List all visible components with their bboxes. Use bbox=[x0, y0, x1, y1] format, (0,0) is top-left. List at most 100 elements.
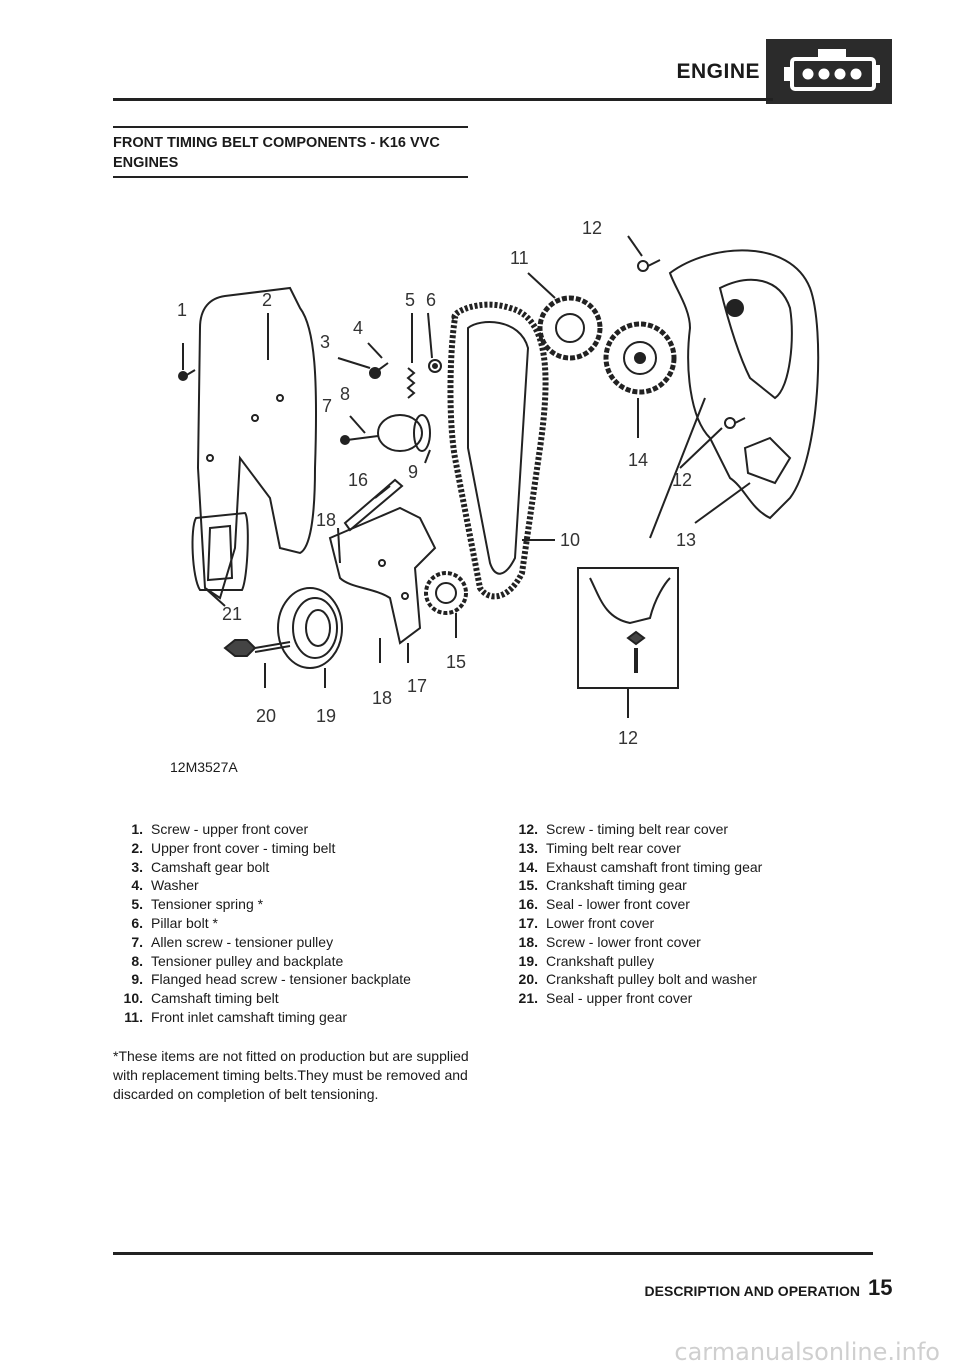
legend-item-text: Camshaft gear bolt bbox=[151, 858, 270, 875]
section-rule-bottom bbox=[113, 176, 468, 178]
legend-item-number: 9. bbox=[131, 971, 143, 988]
legend-item-text: Washer bbox=[151, 877, 199, 894]
legend-item-text: Timing belt rear cover bbox=[546, 839, 681, 856]
legend-item: 9. Flanged head screw - tensioner backpla… bbox=[113, 970, 493, 989]
legend-item: 4. Washer bbox=[113, 876, 493, 895]
figure-code: 12M3527A bbox=[170, 759, 238, 775]
legend-item: 6. Pillar bolt * bbox=[113, 914, 493, 933]
legend-item-number: 4. bbox=[131, 877, 143, 894]
legend-item-number: 19. bbox=[518, 952, 538, 969]
callout-5: 5 bbox=[405, 290, 416, 310]
callout-13: 13 bbox=[676, 530, 697, 550]
callout-12-bottom: 12 bbox=[618, 728, 639, 748]
legend-item: 16. Seal - lower front cover bbox=[508, 895, 868, 914]
callout-17: 17 bbox=[407, 676, 428, 696]
callout-2: 2 bbox=[262, 290, 273, 310]
legend-item-number: 14. bbox=[518, 858, 538, 875]
callout-4: 4 bbox=[353, 318, 364, 338]
legend-item-number: 11. bbox=[124, 1008, 143, 1025]
section-rule-top bbox=[113, 126, 468, 128]
legend-item: 15. Crankshaft timing gear bbox=[508, 876, 868, 895]
legend-item-text: Upper front cover - timing belt bbox=[151, 839, 336, 856]
callout-10: 10 bbox=[560, 530, 581, 550]
legend-item: 5. Tensioner spring * bbox=[113, 895, 493, 914]
legend-item-number: 2. bbox=[131, 839, 143, 856]
legend-item-text: Flanged head screw - tensioner backplate bbox=[151, 971, 411, 988]
legend-item: 20. Crankshaft pulley bolt and washer bbox=[508, 970, 868, 989]
legend-item: 13. Timing belt rear cover bbox=[508, 839, 868, 858]
legend-item-number: 17. bbox=[518, 914, 538, 931]
legend-item-text: Screw - timing belt rear cover bbox=[546, 821, 729, 837]
legend-item: 18. Screw - lower front cover bbox=[508, 933, 868, 952]
callout-9: 9 bbox=[408, 462, 419, 482]
legend-item: 1. Screw - upper front cover bbox=[113, 820, 493, 839]
legend-item: 2. Upper front cover - timing belt bbox=[113, 839, 493, 858]
callout-7: 7 bbox=[322, 396, 333, 416]
legend-item-text: Seal - lower front cover bbox=[546, 896, 690, 913]
legend-item: 21.Seal - upper front cover bbox=[508, 989, 868, 1008]
legend-item-text: Lower front cover bbox=[546, 914, 655, 931]
legend-item: 7. Allen screw - tensioner pulley bbox=[113, 933, 493, 952]
legend-item-number: 1. bbox=[131, 821, 143, 837]
callout-18-lower: 18 bbox=[372, 688, 393, 708]
callout-21: 21 bbox=[222, 604, 243, 624]
footer-section-title: DESCRIPTION AND OPERATION bbox=[644, 1283, 860, 1299]
legend-item-number: 10. bbox=[123, 990, 143, 1007]
legend-item-text: Crankshaft pulley bolt and washer bbox=[546, 971, 757, 988]
callout-6: 6 bbox=[426, 290, 437, 310]
legend-item-number: 15. bbox=[518, 877, 538, 894]
legend-item-number: 18. bbox=[518, 933, 538, 950]
legend-item-number: 20. bbox=[518, 971, 538, 988]
callout-12-right: 12 bbox=[672, 470, 693, 490]
legend-item: 10. Camshaft timing belt bbox=[113, 989, 493, 1008]
legend-item-text: Front inlet camshaft timing gear bbox=[151, 1008, 348, 1025]
legend-item-text: Pillar bolt * bbox=[151, 914, 218, 931]
legend-item-number: 6. bbox=[131, 914, 143, 931]
legend-item-text: Screw - upper front cover bbox=[151, 821, 309, 837]
callout-12-top: 12 bbox=[582, 218, 603, 238]
callout-3: 3 bbox=[320, 332, 331, 352]
callout-16: 16 bbox=[348, 470, 369, 490]
footnote: *These items are not fitted on productio… bbox=[113, 1048, 469, 1102]
legend-item: 12. Screw - timing belt rear cover bbox=[508, 820, 868, 839]
page-number: 15 bbox=[868, 1275, 893, 1300]
callout-15: 15 bbox=[446, 652, 467, 672]
callout-1: 1 bbox=[177, 300, 188, 320]
callout-19: 19 bbox=[316, 706, 337, 726]
footer-rule bbox=[113, 1252, 873, 1255]
callout-18-upper: 18 bbox=[316, 510, 337, 530]
legend-item-text: Crankshaft pulley bbox=[546, 952, 655, 969]
parts-legend-left: 1. Screw - upper front cover 2. Upper front… bbox=[113, 820, 493, 1027]
legend-item: 11. Front inlet camshaft timing gear bbox=[113, 1008, 493, 1027]
legend-item-number: 5. bbox=[131, 896, 143, 913]
legend-item-number: 16. bbox=[518, 896, 538, 913]
watermark: carmanualsonline.info bbox=[674, 1338, 940, 1366]
section-title: FRONT TIMING BELT COMPONENTS - K16 VVC E… bbox=[113, 135, 440, 171]
legend-item-text: Exhaust camshaft front timing gear bbox=[546, 858, 763, 875]
page-header-title: ENGINE bbox=[676, 60, 760, 83]
legend-item-text: Crankshaft timing gear bbox=[546, 877, 687, 894]
legend-item-text: Camshaft timing belt bbox=[151, 990, 279, 1007]
legend-item-number: 8. bbox=[131, 952, 143, 969]
header-rule bbox=[113, 98, 773, 101]
legend-item-number: 13. bbox=[518, 839, 538, 856]
callout-8: 8 bbox=[340, 384, 351, 404]
legend-item: 17. Lower front cover bbox=[508, 914, 868, 933]
legend-item: 14. Exhaust camshaft front timing gear bbox=[508, 858, 868, 877]
legend-item: 19. Crankshaft pulley bbox=[508, 952, 868, 971]
parts-legend-right: 12. Screw - timing belt rear cover 13. Timi… bbox=[508, 820, 868, 1008]
callout-14: 14 bbox=[628, 450, 649, 470]
legend-item-text: Screw - lower front cover bbox=[546, 933, 701, 950]
legend-item-text: Tensioner spring * bbox=[151, 896, 264, 913]
legend-item-number: 7. bbox=[131, 933, 143, 950]
legend-item-number: 21. bbox=[518, 990, 538, 1007]
engine-icon bbox=[766, 39, 892, 104]
callout-11: 11 bbox=[510, 248, 529, 268]
legend-item: 3. Camshaft gear bolt bbox=[113, 858, 493, 877]
legend-item-number: 3. bbox=[131, 858, 143, 875]
timing-belt-exploded-diagram: 1 2 3 4 5 6 7 8 9 10 11 12 12 12 13 14 1… bbox=[150, 218, 840, 758]
legend-item-text: Allen screw - tensioner pulley bbox=[151, 933, 334, 950]
legend-item-text: Tensioner pulley and backplate bbox=[151, 952, 344, 969]
legend-item: 8. Tensioner pulley and backplate bbox=[113, 952, 493, 971]
legend-item-number: 12. bbox=[518, 821, 538, 837]
